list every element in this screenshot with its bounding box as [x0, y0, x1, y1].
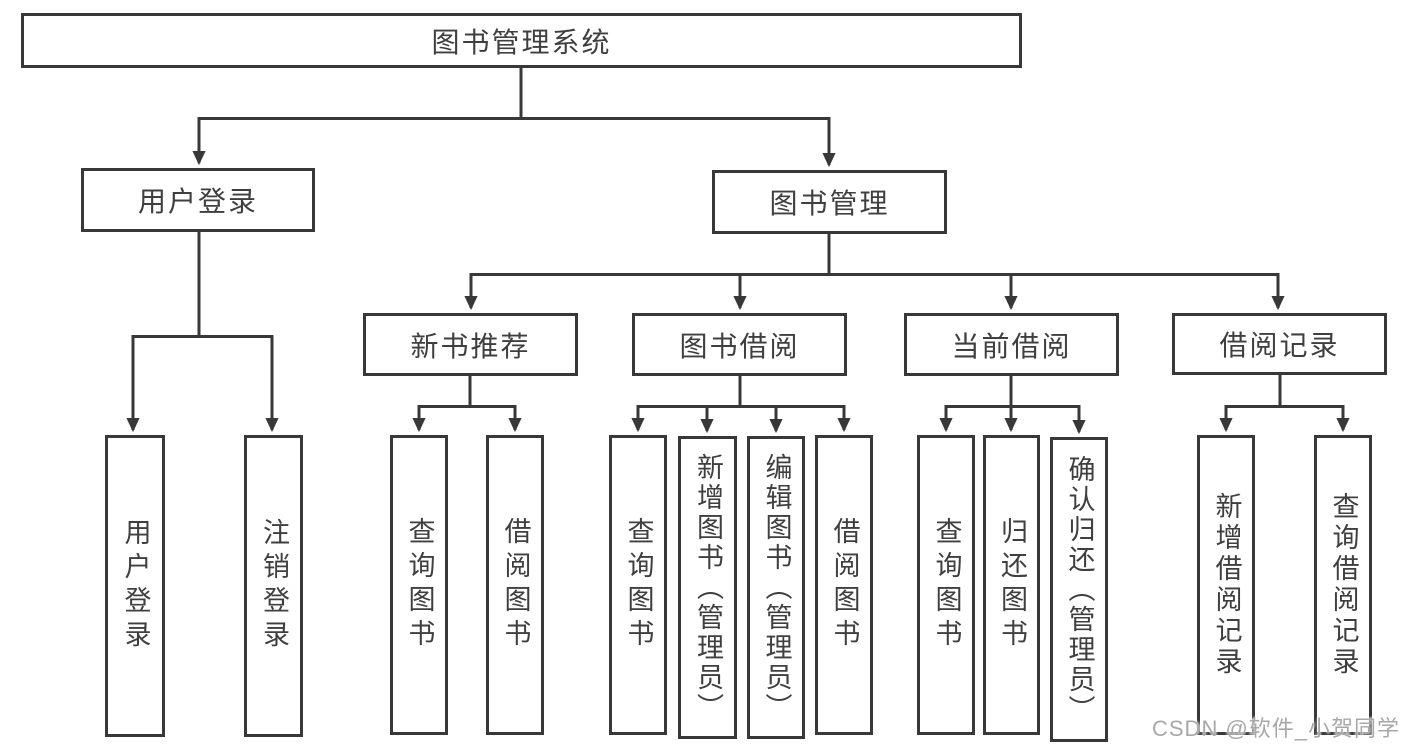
leaf-logout: 注销登录 [244, 435, 303, 737]
leaf-borrow-books-recommend: 借阅图书 [486, 435, 544, 735]
node-root-label: 图书管理系统 [431, 26, 612, 58]
leaf-borrow-books-borrowing-label: 借阅图书 [829, 517, 860, 653]
leaf-user-login-label: 用户登录 [120, 518, 151, 654]
leaf-borrow-books-borrowing: 借阅图书 [815, 435, 873, 735]
leaf-edit-books-admin-label: 编辑图书（管理员） [761, 452, 792, 723]
leaf-return-books-label: 归还图书 [997, 517, 1027, 653]
leaf-add-borrow-record: 新增借阅记录 [1197, 435, 1255, 735]
node-new-book-recommendation-label: 新书推荐 [410, 330, 531, 362]
leaf-edit-books-admin: 编辑图书（管理员） [747, 436, 805, 739]
node-new-book-recommendation: 新书推荐 [363, 313, 578, 376]
leaf-query-books-recommend-label: 查询图书 [404, 517, 435, 653]
leaf-confirm-return-admin-label: 确认归还（管理员） [1064, 454, 1095, 725]
node-user-login-label: 用户登录 [137, 186, 258, 217]
leaf-confirm-return-admin: 确认归还（管理员） [1050, 437, 1108, 742]
leaf-query-books-current: 查询图书 [917, 435, 975, 735]
leaf-query-books-borrowing-label: 查询图书 [623, 517, 654, 653]
node-root: 图书管理系统 [21, 13, 1022, 68]
leaf-return-books: 归还图书 [983, 435, 1040, 735]
node-borrowing-records: 借阅记录 [1172, 313, 1387, 375]
leaf-query-books-recommend: 查询图书 [390, 435, 448, 735]
leaf-query-borrow-record-label: 查询借阅记录 [1328, 492, 1359, 678]
node-current-borrowing-label: 当前借阅 [951, 330, 1072, 362]
node-user-login: 用户登录 [81, 168, 315, 232]
node-current-borrowing: 当前借阅 [904, 313, 1119, 376]
leaf-user-login: 用户登录 [105, 435, 165, 737]
leaf-logout-label: 注销登录 [259, 518, 289, 654]
leaf-borrow-books-recommend-label: 借阅图书 [500, 517, 531, 653]
leaf-query-books-current-label: 查询图书 [931, 517, 962, 653]
node-book-borrowing: 图书借阅 [632, 313, 847, 376]
node-book-borrowing-label: 图书借阅 [679, 330, 800, 362]
leaf-add-books-admin-label: 新增图书（管理员） [693, 452, 723, 723]
leaf-query-borrow-record: 查询借阅记录 [1314, 435, 1372, 735]
node-book-management: 图书管理 [712, 170, 947, 234]
node-borrowing-records-label: 借阅记录 [1219, 330, 1340, 361]
leaf-query-books-borrowing: 查询图书 [609, 435, 667, 735]
leaf-add-books-admin: 新增图书（管理员） [678, 436, 737, 739]
csdn-watermark: CSDN @软件_小贺同学 [1152, 716, 1401, 741]
node-book-management-label: 图书管理 [769, 188, 890, 219]
leaf-add-borrow-record-label: 新增借阅记录 [1211, 492, 1242, 678]
